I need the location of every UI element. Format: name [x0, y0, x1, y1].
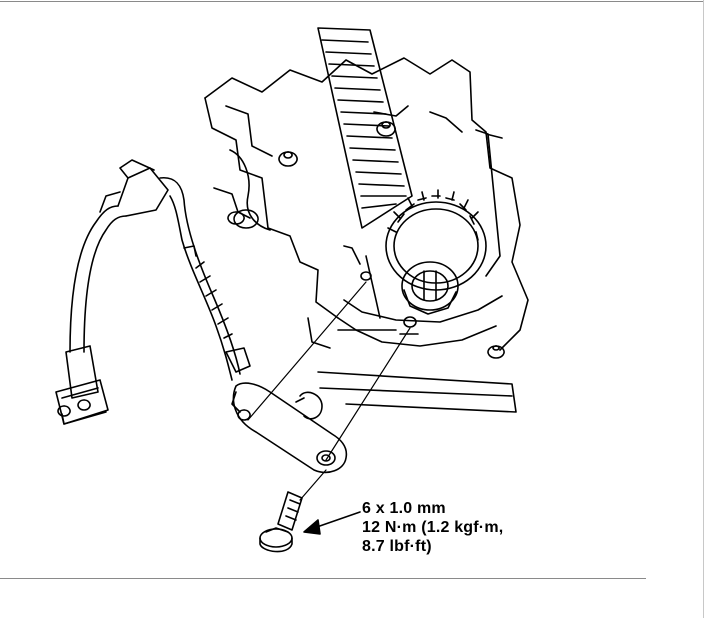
torque-text-line2: 8.7 lbf·ft): [362, 538, 432, 555]
crankshaft-position-sensor: [231, 382, 348, 474]
crankshaft-sprocket: [385, 189, 487, 315]
callout-arrow: [303, 511, 361, 535]
sensor-bolt: [259, 491, 303, 553]
engine-block: [204, 57, 529, 413]
sprocket-hardware: [337, 245, 419, 335]
bottom-divider: [0, 578, 646, 579]
bolt-size-text: 6 x 1.0 mm: [362, 500, 446, 517]
timing-belt: [317, 27, 503, 277]
top-divider: [0, 1, 704, 2]
bolt-specification-label: 6 x 1.0 mm 12 N·m (1.2 kgf·m, 8.7 lbf·ft…: [362, 499, 503, 556]
torque-text-line1: 12 N·m (1.2 kgf·m,: [362, 519, 504, 536]
sensor-harness-wire: [69, 159, 251, 381]
alignment-lines: [247, 281, 411, 501]
sensor-connector: [55, 345, 109, 425]
